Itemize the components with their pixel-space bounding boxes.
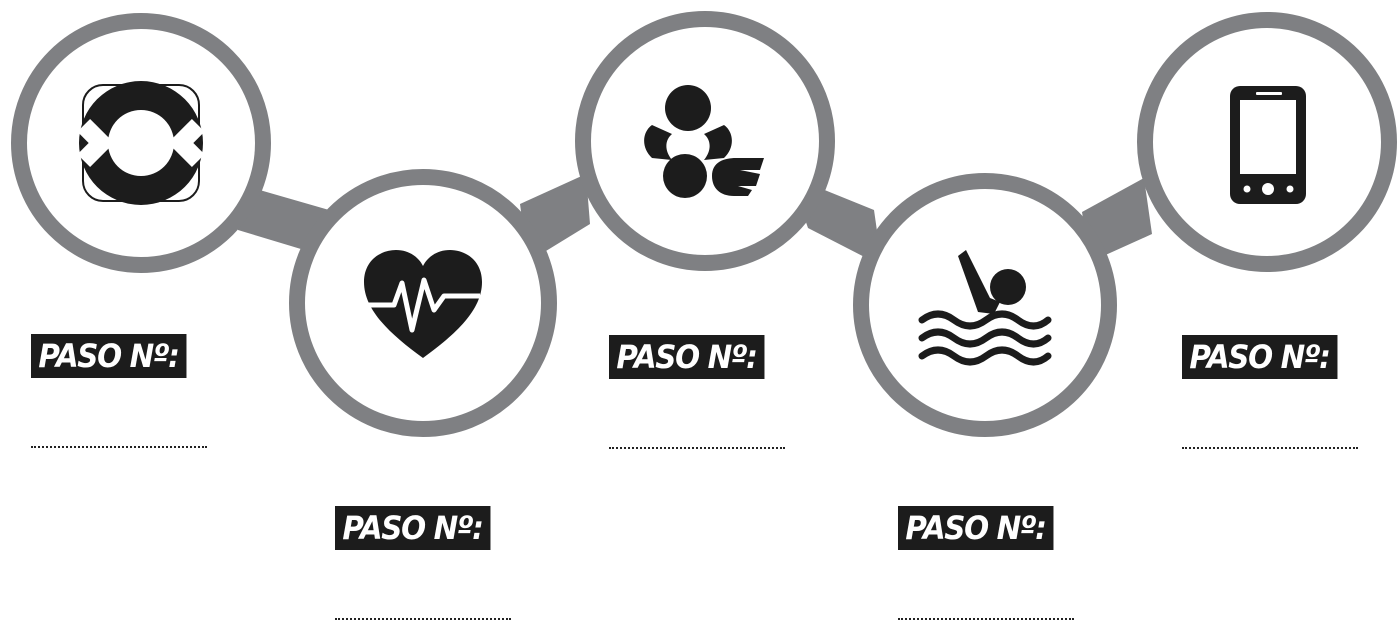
step-label-1: PASO Nº: — [31, 334, 187, 378]
step-circle-1 — [11, 13, 271, 273]
step-circle-5 — [1137, 12, 1397, 272]
step-blank-line-5[interactable] — [1182, 447, 1358, 449]
mobile-phone-icon — [1230, 86, 1306, 204]
step-label-2: PASO Nº: — [335, 506, 491, 550]
step-circle-3 — [575, 11, 835, 271]
lifebuoy-icon — [77, 81, 205, 205]
heartbeat-icon — [364, 250, 482, 358]
step-circle-4 — [853, 173, 1117, 437]
step-blank-line-1[interactable] — [31, 446, 207, 448]
step-blank-line-3[interactable] — [609, 447, 785, 449]
step-blank-line-2[interactable] — [335, 618, 511, 620]
cpr-icon — [644, 85, 764, 198]
step-label-3: PASO Nº: — [609, 335, 765, 379]
step-blank-line-4[interactable] — [898, 618, 1074, 620]
swimmer-icon — [918, 250, 1052, 366]
step-circle-2 — [289, 169, 557, 437]
step-label-4: PASO Nº: — [898, 506, 1054, 550]
step-label-5: PASO Nº: — [1182, 335, 1338, 379]
